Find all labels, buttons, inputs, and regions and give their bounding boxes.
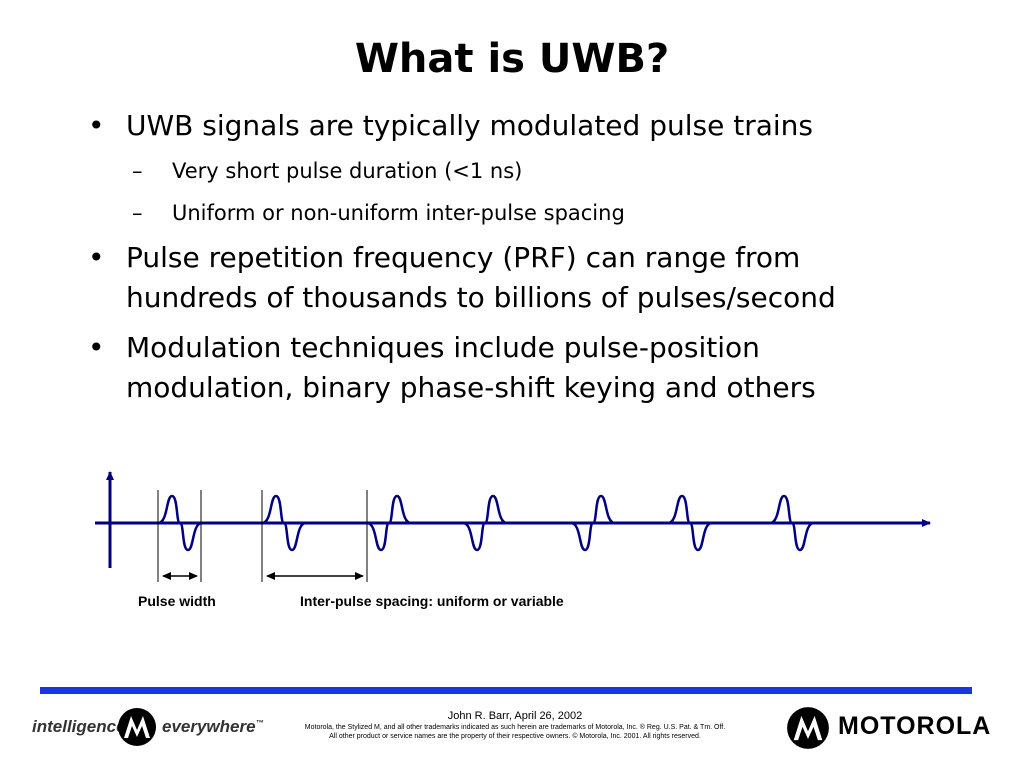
motorola-logo-icon (787, 707, 829, 749)
footer-author: John R. Barr, April 26, 2002 (447, 710, 583, 722)
pulse (157, 494, 203, 552)
footer-credits: John R. Barr, April 26, 2002 Motorola, t… (280, 710, 750, 741)
bullet-text: Pulse repetition frequency (PRF) can ran… (126, 238, 986, 318)
pulses (157, 494, 815, 552)
footer-legal-1: Motorola, the Stylized M, and all other … (304, 724, 726, 731)
bullet-text: UWB signals are typically modulated puls… (126, 109, 813, 142)
bullet-list: • UWB signals are typically modulated pu… (88, 109, 986, 408)
bullet-marker: • (88, 241, 105, 274)
motorola-wordmark: MOTOROLA (838, 712, 992, 740)
sub-bullet-marker: – (132, 201, 143, 225)
pulse (462, 494, 508, 552)
sub-bullet-text: Very short pulse duration (<1 ns) (172, 159, 523, 183)
pulse (261, 494, 307, 552)
pulse-train-diagram (95, 471, 931, 582)
pulse (366, 494, 412, 552)
bullet-marker: • (88, 109, 105, 142)
bullet-text: Modulation techniques include pulse-posi… (126, 328, 986, 408)
sub-bullet-text: Uniform or non-uniform inter-pulse spaci… (172, 201, 625, 225)
pulse (667, 494, 713, 552)
bullet-line: Modulation techniques include pulse-posi… (126, 331, 760, 364)
footer-rule (40, 687, 972, 694)
bullet-line: Pulse repetition frequency (PRF) can ran… (126, 241, 801, 274)
footer-legal-2: All other product or service names are t… (329, 733, 701, 740)
motorola-m-icon (118, 708, 156, 746)
dimension-markers (157, 490, 368, 582)
logo-text-intelligence: intelligence (32, 717, 126, 736)
spacing-label: Inter-pulse spacing: uniform or variable (300, 593, 564, 609)
pulse-width-label: Pulse width (138, 593, 216, 609)
pulse (769, 494, 815, 552)
bullet-line: modulation, binary phase-shift keying an… (126, 371, 816, 404)
logo-text-everywhere: everywhere™ (162, 717, 264, 736)
sub-bullet-marker: – (132, 159, 143, 183)
bullet-line: hundreds of thousands to billions of pul… (126, 281, 836, 314)
bullet-marker: • (88, 331, 105, 364)
slide-title: What is UWB? (354, 36, 670, 82)
pulse (570, 494, 616, 552)
